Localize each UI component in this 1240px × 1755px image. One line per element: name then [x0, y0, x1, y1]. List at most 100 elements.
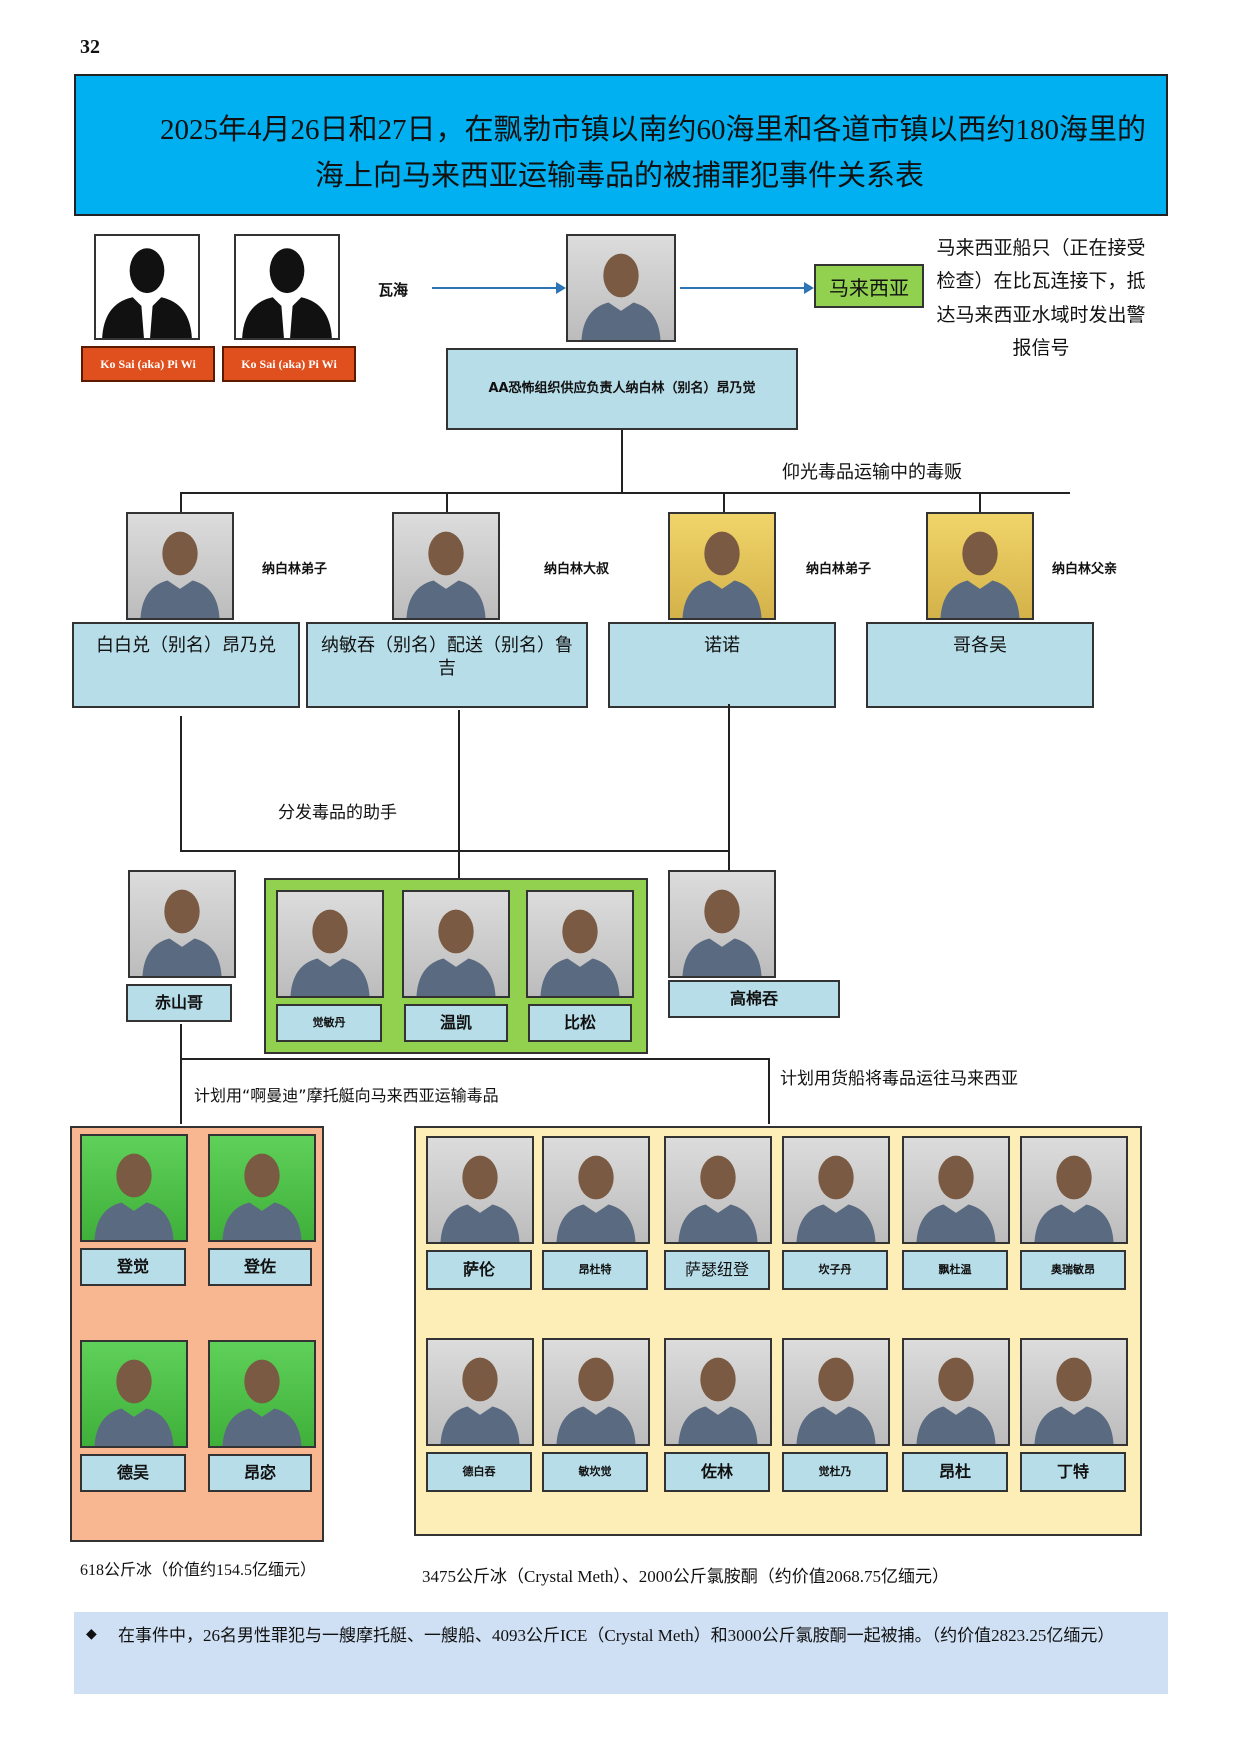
malaysia-note: 马来西亚船只（正在接受检查）在比瓦连接下，抵达马来西亚水域时发出警报信号: [936, 237, 1146, 359]
summary-text: 在事件中，26名男性罪犯与一艘摩托艇、一艘船、4093公斤ICE（Crystal…: [118, 1626, 1115, 1645]
connector: [180, 1024, 182, 1124]
plan-cargo-label: 计划用货船将毒品运往马来西亚: [780, 1069, 1018, 1089]
person-icon: [394, 514, 498, 618]
name-label: 昂杜特: [542, 1250, 648, 1290]
name-label: 登佐: [208, 1248, 312, 1286]
arrow-head-1: [556, 282, 566, 294]
person-photo: [208, 1134, 316, 1242]
connector: [979, 492, 981, 512]
name-label: 佐林: [664, 1452, 770, 1492]
leader-photo: [566, 234, 676, 342]
person-photo: [1020, 1136, 1128, 1244]
plan-motorboat-label: 计划用“啊曼迪”摩托艇向马来西亚运输毒品: [194, 1086, 499, 1105]
connector: [180, 850, 730, 852]
connector: [723, 492, 725, 512]
assistants-label: 分发毒品的助手: [278, 803, 397, 823]
person-photo: [668, 870, 776, 978]
person-photo: [526, 890, 634, 998]
name-label: 诺诺: [608, 622, 836, 708]
person-icon: [428, 1340, 532, 1444]
connector: [728, 704, 730, 870]
person-photo: [668, 512, 776, 620]
silhouette-photo-1: [94, 234, 200, 340]
relation-label: 纳白林弟子: [806, 562, 872, 577]
person-icon: [278, 892, 382, 996]
name-label: 德吴: [80, 1454, 186, 1492]
person-photo: [80, 1340, 188, 1448]
title-line-1: 2025年4月26日和27日，在飘勃市镇以南约60海里和各道市镇以西约180海里…: [160, 114, 1147, 146]
person-icon: [528, 892, 632, 996]
person-photo: [426, 1136, 534, 1244]
name-label: 赤山哥: [126, 984, 232, 1022]
wahai-label: 瓦海: [378, 281, 409, 299]
name-label: 昂宓: [208, 1454, 312, 1492]
person-icon: [784, 1138, 888, 1242]
name-label: 觉敏丹: [276, 1004, 382, 1042]
arrow-line-2: [680, 287, 804, 289]
connector: [458, 710, 460, 878]
connector: [180, 492, 1070, 494]
title-line-2: 海上向马来西亚运输毒品的被捕罪犯事件关系表: [315, 160, 925, 192]
person-photo: [542, 1136, 650, 1244]
person-icon: [904, 1340, 1008, 1444]
person-photo: [276, 890, 384, 998]
silhouette-photo-2: [234, 234, 340, 340]
person-icon: [904, 1138, 1008, 1242]
person-silhouette-icon: [236, 236, 338, 338]
person-icon: [670, 872, 774, 976]
person-photo: [1020, 1338, 1128, 1446]
name-label: 奥瑞敏昂: [1020, 1250, 1126, 1290]
person-photo: [782, 1338, 890, 1446]
name-label: 温凯: [404, 1004, 508, 1042]
person-icon: [210, 1342, 314, 1446]
ko-sai-label-2: Ko Sai (aka) Pi Wi: [222, 346, 356, 382]
connector: [180, 716, 182, 852]
relation-label: 纳白林父亲: [1052, 562, 1118, 577]
ko-sai-label-1: Ko Sai (aka) Pi Wi: [81, 346, 215, 382]
person-icon: [428, 1138, 532, 1242]
name-label: 登觉: [80, 1248, 186, 1286]
name-label: 萨伦: [426, 1250, 532, 1290]
person-photo: [664, 1136, 772, 1244]
person-icon: [784, 1340, 888, 1444]
person-icon: [544, 1340, 648, 1444]
name-label: 萨瑟纽登: [664, 1250, 770, 1290]
person-icon: [404, 892, 508, 996]
name-label: 哥各吴: [866, 622, 1094, 708]
name-label: 坎子丹: [782, 1250, 888, 1290]
person-icon: [82, 1342, 186, 1446]
person-icon: [130, 872, 234, 976]
person-icon: [928, 514, 1032, 618]
person-photo: [402, 890, 510, 998]
motorboat-caption: 618公斤冰（价值约154.5亿缅元）: [80, 1562, 317, 1579]
name-label: 飘杜温: [902, 1250, 1008, 1290]
person-photo: [542, 1338, 650, 1446]
name-label: 白白兑（别名）昂乃兑: [72, 622, 300, 708]
person-icon: [544, 1138, 648, 1242]
connector: [621, 430, 623, 492]
title-box: [74, 74, 1168, 216]
person-icon: [666, 1340, 770, 1444]
cargo-caption: 3475公斤冰（Crystal Meth）、2000公斤氯胺酮（约价值2068.…: [422, 1567, 949, 1586]
person-photo: [926, 512, 1034, 620]
person-photo: [128, 870, 236, 978]
person-photo: [782, 1136, 890, 1244]
person-photo: [208, 1340, 316, 1448]
connector: [180, 492, 182, 512]
person-photo: [902, 1338, 1010, 1446]
leader-label: AA恐怖组织供应负责人纳白林（别名）昂乃觉: [446, 348, 798, 430]
person-photo: [664, 1338, 772, 1446]
person-icon: [1022, 1138, 1126, 1242]
diamond-bullet-icon: ◆: [86, 1626, 97, 1642]
connector: [446, 492, 448, 512]
person-icon: [210, 1136, 314, 1240]
person-photo: [392, 512, 500, 620]
relation-label: 纳白林大叔: [544, 562, 610, 577]
person-photo: [126, 512, 234, 620]
name-label: 比松: [528, 1004, 632, 1042]
person-silhouette-icon: [96, 236, 198, 338]
arrow-line-1: [432, 287, 556, 289]
relation-label: 纳白林弟子: [262, 562, 328, 577]
connector: [180, 1058, 770, 1060]
person-icon: [82, 1136, 186, 1240]
